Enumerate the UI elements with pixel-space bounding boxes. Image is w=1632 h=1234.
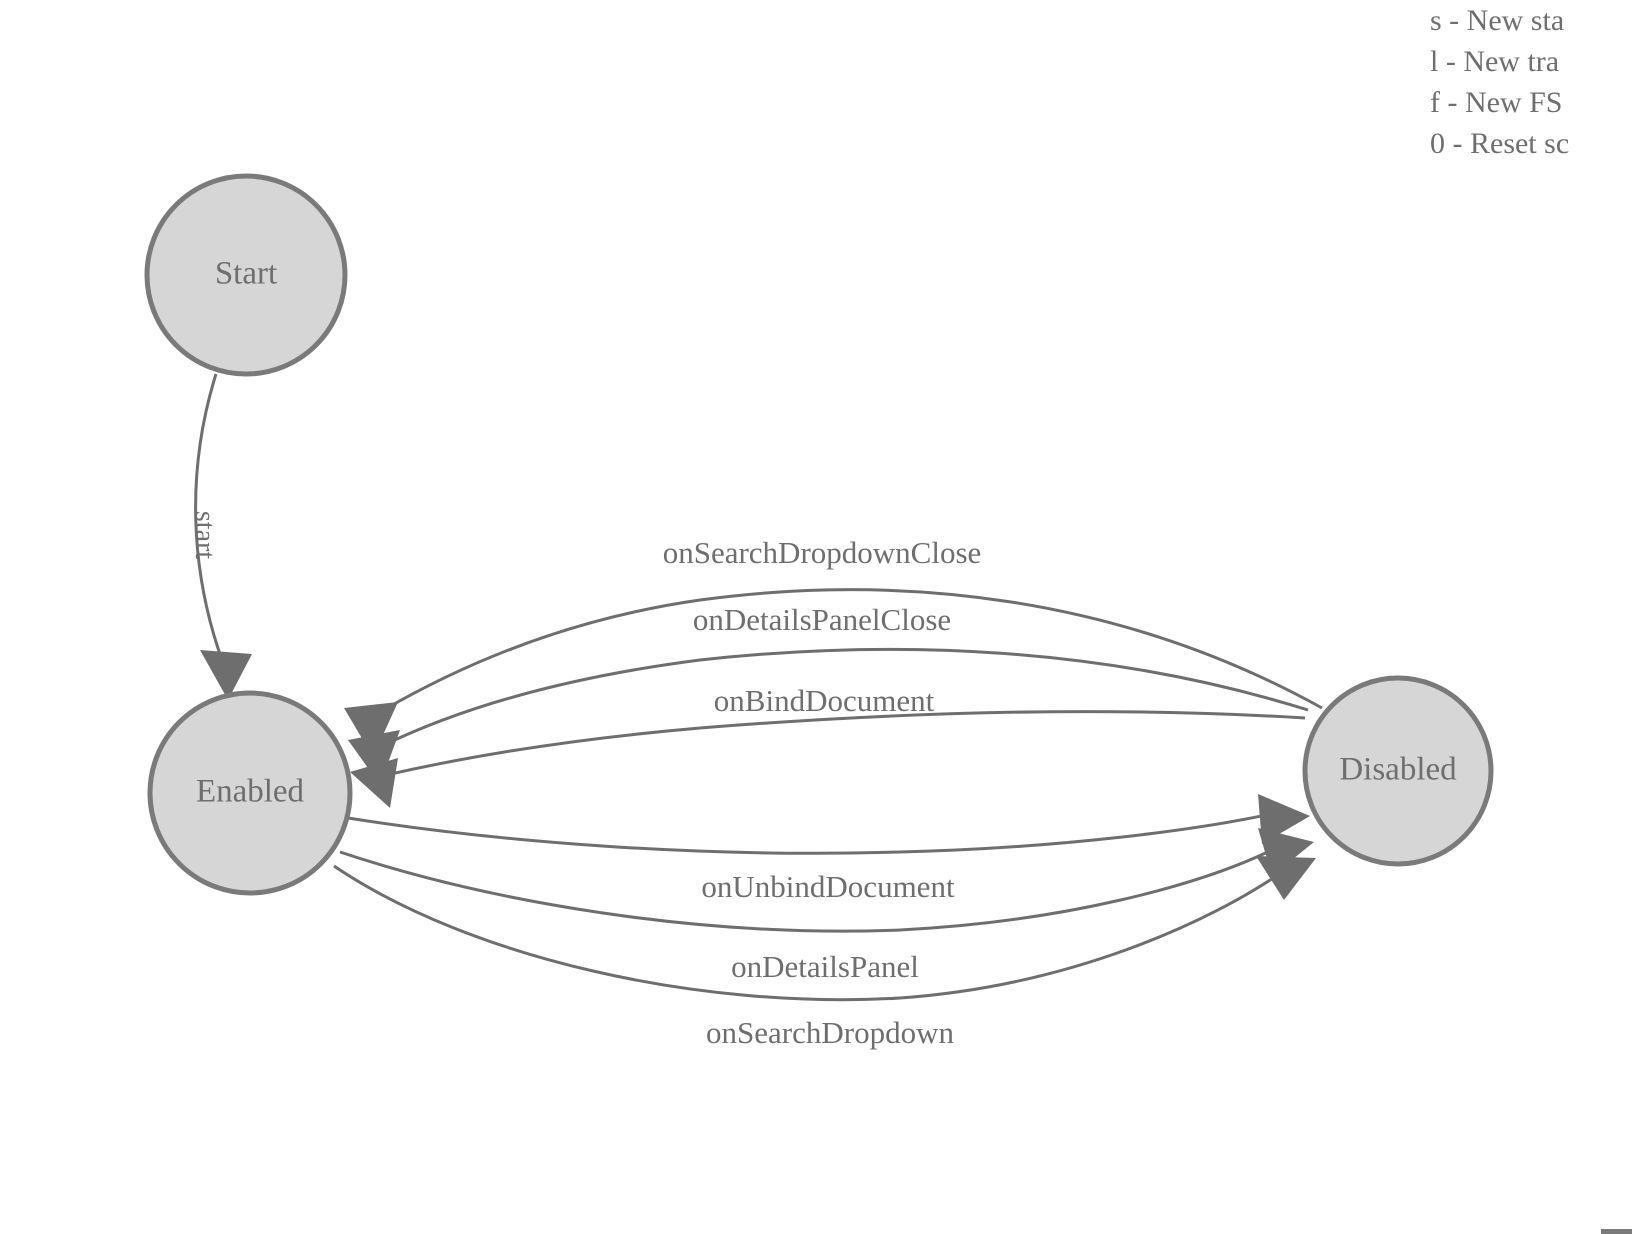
fsm-diagram-svg[interactable]: start onSearchDropdownClose onDetailsPan…	[0, 0, 1632, 1204]
node-enabled-circle[interactable]	[147, 690, 353, 896]
edge-label-onsearchdropdownclose: onSearchDropdownClose	[663, 535, 982, 570]
edge-label-onbinddocument: onBindDocument	[714, 683, 935, 718]
arrowhead-onbinddocument	[350, 758, 398, 808]
edge-start-to-enabled[interactable]: start	[189, 373, 252, 700]
edge-label-ondetailspanel: onDetailsPanel	[731, 949, 919, 984]
edge-path-onsearchdropdown[interactable]	[333, 864, 1283, 1002]
node-start-circle[interactable]	[144, 173, 348, 377]
node-enabled-label: Enabled	[196, 774, 305, 810]
edge-path-onunbinddocument[interactable]	[347, 810, 1281, 855]
edge-path-onsearchdropdownclose[interactable]	[369, 588, 1323, 720]
node-disabled[interactable]: Disabled	[1302, 675, 1494, 867]
edge-onbinddocument[interactable]: onBindDocument	[350, 683, 1306, 808]
node-start[interactable]: Start	[144, 173, 348, 377]
arrowhead-onsearchdropdownclose	[344, 702, 398, 757]
edge-label-start: start	[189, 511, 220, 559]
edge-ondetailspanel[interactable]: onDetailsPanel	[339, 828, 1314, 984]
arrowhead-start-to-enabled	[200, 650, 252, 700]
node-disabled-circle[interactable]	[1302, 675, 1494, 867]
node-start-label: Start	[215, 256, 277, 292]
edge-label-ondetailspanelclose: onDetailsPanelClose	[693, 602, 951, 637]
edge-path-start[interactable]	[194, 373, 224, 661]
node-disabled-label: Disabled	[1339, 752, 1457, 788]
edge-ondetailspanelclose[interactable]: onDetailsPanelClose	[348, 602, 1309, 785]
edge-label-onsearchdropdown: onSearchDropdown	[706, 1015, 954, 1050]
edge-label-onunbinddocument: onUnbindDocument	[701, 869, 955, 904]
edge-onsearchdropdownclose[interactable]: onSearchDropdownClose	[344, 535, 1323, 757]
arrowhead-ondetailspanelclose	[348, 730, 400, 785]
edge-onsearchdropdown[interactable]: onSearchDropdown	[333, 856, 1316, 1050]
node-enabled[interactable]: Enabled	[147, 690, 353, 896]
edge-path-onbinddocument[interactable]	[381, 710, 1306, 778]
arrowhead-onsearchdropdown	[1256, 856, 1316, 900]
edge-path-ondetailspanelclose[interactable]	[377, 647, 1309, 750]
panel-corner-bracket	[1601, 1169, 1632, 1234]
edge-path-ondetailspanel[interactable]	[339, 846, 1277, 933]
